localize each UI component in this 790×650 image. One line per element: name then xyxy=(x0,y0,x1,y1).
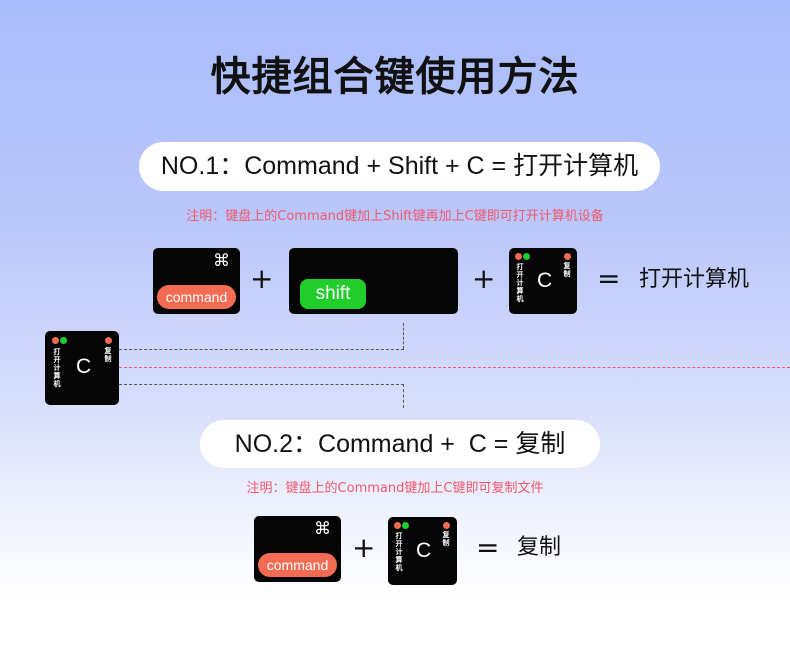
c-key-side-label: 打开计算机 xyxy=(395,532,403,572)
c-key-corner-label: 复制 xyxy=(563,262,571,278)
c-key-letter: C xyxy=(76,355,92,378)
equals-sign: = xyxy=(597,262,621,295)
green-dot-icon xyxy=(60,337,67,344)
method1-note: 注明：键盘上的Command键加上Shift键再加上C键即可打开计算机设备 xyxy=(186,209,604,224)
method1-heading: NO.1：Command + Shift + C = 打开计算机 xyxy=(139,142,660,191)
c-key-side-label: 打开计算机 xyxy=(53,348,61,388)
method1-result: 打开计算机 xyxy=(639,267,750,292)
connector-line xyxy=(119,349,404,350)
plus-sign: + xyxy=(352,531,376,564)
c-key: 打开计算机 复制 C xyxy=(509,248,577,314)
equals-sign: = xyxy=(476,531,500,564)
method2-heading: NO.2：Command + C = 复制 xyxy=(200,420,600,468)
plus-sign: + xyxy=(250,262,274,295)
method2-note: 注明：键盘上的Command键加上C键即可复制文件 xyxy=(246,481,544,496)
method2-result: 复制 xyxy=(517,535,562,560)
plus-sign: + xyxy=(472,262,496,295)
command-key: ⌘ command xyxy=(254,516,341,582)
c-key-letter: C xyxy=(416,539,432,562)
green-dot-icon xyxy=(523,253,530,260)
red-dot-icon xyxy=(443,522,450,529)
command-label: command xyxy=(157,285,236,309)
connector-line xyxy=(403,384,404,408)
section-divider xyxy=(119,367,790,368)
shift-key: shift xyxy=(289,248,458,314)
command-label: command xyxy=(258,553,337,577)
c-key-corner-label: 复制 xyxy=(104,347,112,363)
red-dot-icon xyxy=(515,253,522,260)
red-dot-icon xyxy=(52,337,59,344)
red-dot-icon xyxy=(105,337,112,344)
shift-label: shift xyxy=(300,279,366,309)
green-dot-icon xyxy=(402,522,409,529)
command-key: ⌘ command xyxy=(153,248,240,314)
command-symbol-icon: ⌘ xyxy=(314,519,331,539)
c-key-detail: 打开计算机 复制 C xyxy=(45,331,119,405)
red-dot-icon xyxy=(394,522,401,529)
c-key-side-label: 打开计算机 xyxy=(516,263,524,303)
c-key: 打开计算机 复制 C xyxy=(388,517,457,585)
c-key-letter: C xyxy=(537,269,553,292)
connector-line xyxy=(119,384,404,385)
page-title: 快捷组合键使用方法 xyxy=(210,54,580,100)
c-key-corner-label: 复制 xyxy=(442,531,450,547)
red-dot-icon xyxy=(564,253,571,260)
command-symbol-icon: ⌘ xyxy=(213,251,230,271)
connector-line xyxy=(403,323,404,349)
